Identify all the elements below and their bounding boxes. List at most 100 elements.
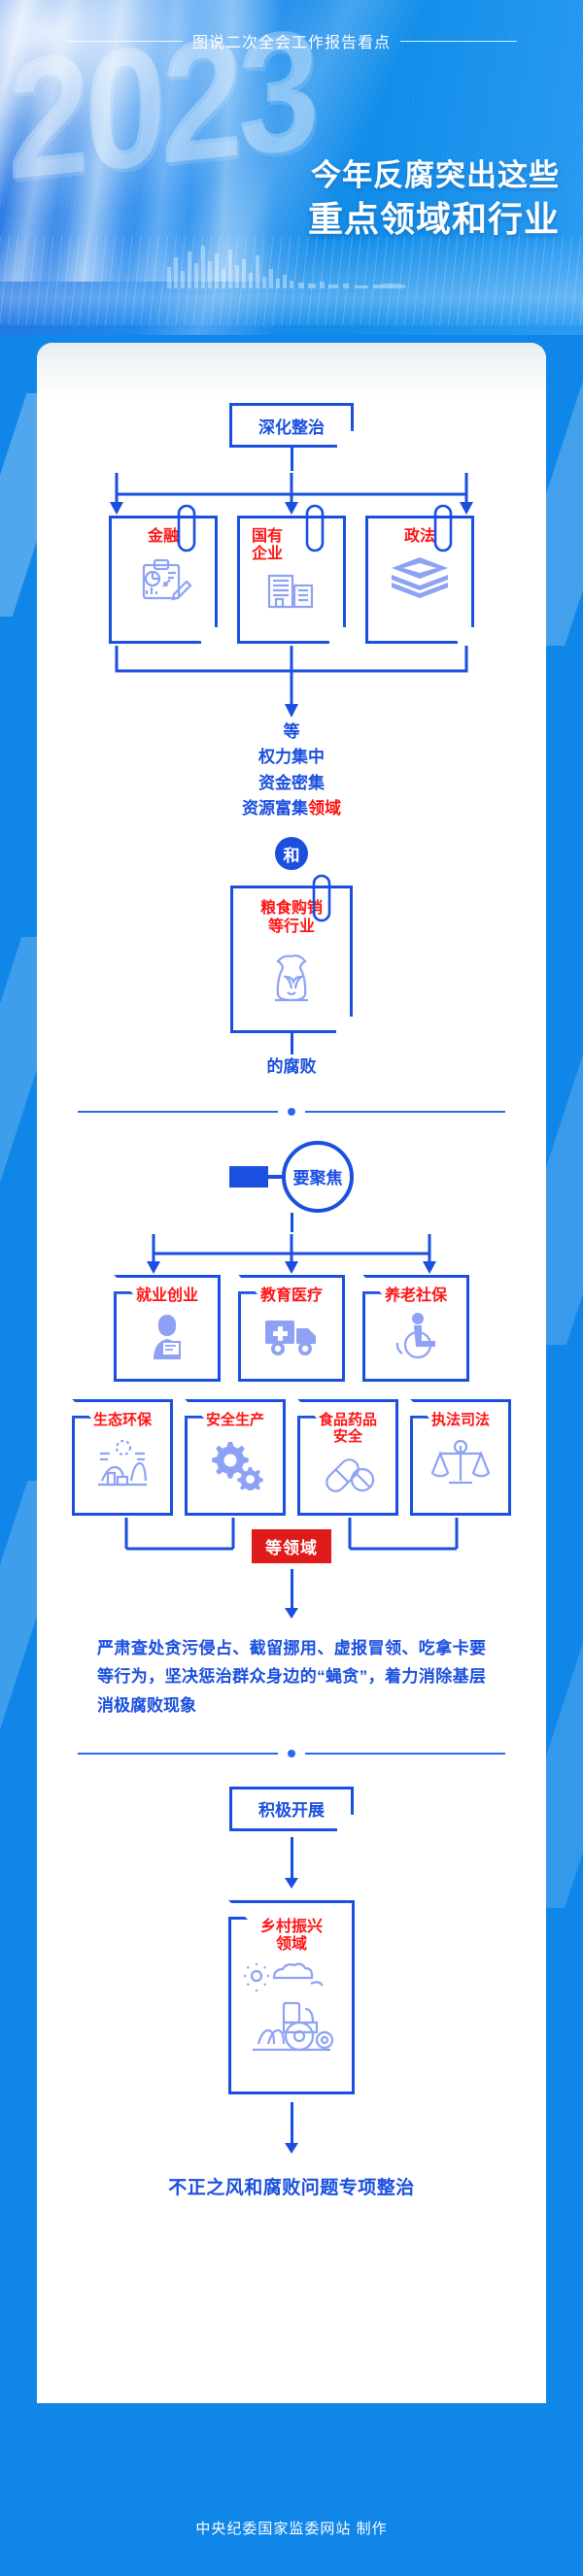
card-soe-title-line2: 企业 — [252, 546, 284, 563]
card-rural-title-line2: 领域 — [275, 1936, 307, 1954]
card-work-safety-title: 安全生产 — [205, 1411, 264, 1428]
node-actively-carry-out-label: 积极开展 — [258, 1801, 325, 1821]
gears-icon — [212, 1441, 263, 1490]
connector-line — [290, 1212, 293, 1232]
section3-final-text: 不正之风和腐败问题专项整治 — [168, 2177, 415, 2198]
card-finance-title: 金融 — [147, 528, 179, 545]
page-title-line2: 重点领域和行业 — [307, 198, 560, 239]
arrow-down-icon — [285, 1607, 298, 1619]
divider-line-right — [305, 1110, 505, 1113]
card-rural-title-line1: 乡村振兴 — [259, 1918, 323, 1935]
card-pension-title: 养老社保 — [384, 1287, 447, 1304]
kicker-row: 图说二次全会工作报告看点 — [0, 29, 583, 52]
card-education-health[interactable]: 教育医疗 — [238, 1274, 345, 1382]
paperclip-icon — [433, 504, 453, 552]
focus-card-row-1: 就业创业 教育医疗 — [114, 1274, 469, 1382]
node-deepen-rectification[interactable]: 深化整治 — [229, 403, 354, 448]
connector-badge-he-label: 和 — [283, 846, 300, 865]
focus-circle: 要聚焦 — [282, 1140, 354, 1213]
card-education-health-title: 教育医疗 — [259, 1287, 323, 1304]
card-rural-revitalization[interactable]: 乡村振兴 领域 — [228, 1899, 355, 2094]
card-employment[interactable]: 就业创业 — [114, 1274, 221, 1382]
divider-line-left — [78, 1110, 278, 1113]
summary-line-1: 等 — [283, 722, 300, 741]
kicker-line-left — [65, 40, 183, 42]
merge-3-connector — [115, 646, 468, 718]
city-skyline-icon — [167, 246, 406, 288]
card-law-enforcement-title: 执法司法 — [430, 1411, 490, 1428]
panel-backdrop: 深化整治 — [0, 335, 583, 2479]
content-panel: 深化整治 — [37, 343, 546, 2403]
summary-text-block: 等 权力集中 资金密集 资源富集领域 — [242, 719, 341, 821]
wheelchair-icon — [395, 1313, 435, 1359]
summary-line-4-text: 资源富集 — [242, 799, 308, 819]
card-food-drug-safety[interactable]: 食品药品 安全 — [297, 1398, 398, 1516]
card-eco-title: 生态环保 — [92, 1411, 152, 1428]
summary-line-3: 资金密集 — [258, 773, 325, 792]
footer-credit: 中央纪委国家监委网站 制作 — [195, 2520, 388, 2537]
card-law-enforcement[interactable]: 执法司法 — [410, 1398, 511, 1516]
arrow-down-icon — [285, 2142, 298, 2154]
paperclip-icon — [177, 504, 196, 552]
ambulance-icon — [265, 1321, 316, 1356]
grain-sack-icon — [275, 954, 308, 1002]
node-deepen-rectification-label: 深化整治 — [258, 418, 325, 437]
card-food-drug-title-line1: 食品药品 — [318, 1411, 377, 1428]
divider-line-right — [305, 1752, 505, 1755]
card-finance[interactable]: 金融 — [109, 504, 218, 644]
branch-3-connector — [147, 1233, 436, 1274]
card-grain-trade[interactable]: 粮食购销 等行业 — [230, 875, 353, 1034]
finance-chart-icon — [142, 559, 192, 601]
kicker-label: 图说二次全会工作报告看点 — [191, 35, 391, 51]
connector-line — [290, 1033, 293, 1055]
arrow-down-icon — [285, 1877, 298, 1889]
focus-square-marker — [229, 1165, 268, 1188]
card-employment-title: 就业创业 — [135, 1287, 198, 1304]
focus-card-row-2: 生态环保 — [72, 1398, 511, 1516]
focus-bar-marker — [268, 1174, 282, 1179]
sector-card-row: 金融 — [109, 504, 474, 644]
tractor-farm-icon — [243, 1961, 334, 2051]
card-politics-law[interactable]: 政法 — [365, 504, 474, 644]
paperclip-icon — [305, 504, 325, 552]
card-grain-title-line2: 等行业 — [267, 918, 315, 935]
card-pension-social-security[interactable]: 养老社保 — [362, 1274, 469, 1382]
panel-top-shade — [37, 343, 546, 397]
merge-4-connector — [124, 1517, 459, 1551]
connector-line — [290, 1836, 293, 1878]
connector-badge-he: 和 — [275, 837, 308, 871]
building-icon — [267, 574, 314, 608]
connector-line — [290, 1568, 293, 1608]
section1-tail: 的腐败 — [266, 1057, 317, 1077]
summary-line-2: 权力集中 — [258, 748, 325, 767]
panel-content: 深化整治 — [37, 343, 546, 2199]
node-actively-carry-out[interactable]: 积极开展 — [229, 1786, 354, 1831]
badge-other-domains-label: 等领域 — [265, 1538, 318, 1557]
card-law-title: 政法 — [403, 528, 435, 545]
page-title-line1: 今年反腐突出这些 — [311, 158, 560, 192]
section2-paragraph: 严肃查处贪污侵占、截留挪用、虚报冒领、吃拿卡要等行为，坚决惩治群众身边的“蝇贪”… — [97, 1638, 486, 1716]
divider-dot — [288, 1749, 295, 1757]
footer: 中央纪委国家监委网站 制作 — [0, 2479, 583, 2576]
card-grain-title-line1: 粮食购销 — [259, 900, 323, 918]
card-state-owned-enterprise[interactable]: 国有 企业 — [237, 504, 346, 644]
branch-3-connector — [110, 473, 473, 515]
section-divider — [78, 1749, 505, 1757]
node-focus-label: 要聚焦 — [292, 1169, 343, 1188]
summary-line-4: 资源富集领域 — [242, 796, 341, 821]
pills-icon — [326, 1458, 375, 1493]
card-work-safety[interactable]: 安全生产 — [185, 1398, 286, 1516]
node-focus[interactable]: 要聚焦 — [229, 1140, 354, 1213]
summary-line-4-highlight: 领域 — [308, 799, 341, 819]
connector-line — [290, 448, 293, 471]
hero-floor-grid — [0, 236, 583, 325]
card-food-drug-title-line2: 安全 — [332, 1427, 362, 1445]
paperclip-icon — [312, 875, 331, 922]
divider-dot — [288, 1107, 295, 1116]
card-eco-environment[interactable]: 生态环保 — [72, 1398, 173, 1516]
divider-line-left — [78, 1752, 278, 1755]
card-soe-title-line1: 国有 — [252, 528, 284, 545]
badge-other-domains: 等领域 — [252, 1528, 331, 1563]
eco-landscape-icon — [98, 1439, 148, 1487]
